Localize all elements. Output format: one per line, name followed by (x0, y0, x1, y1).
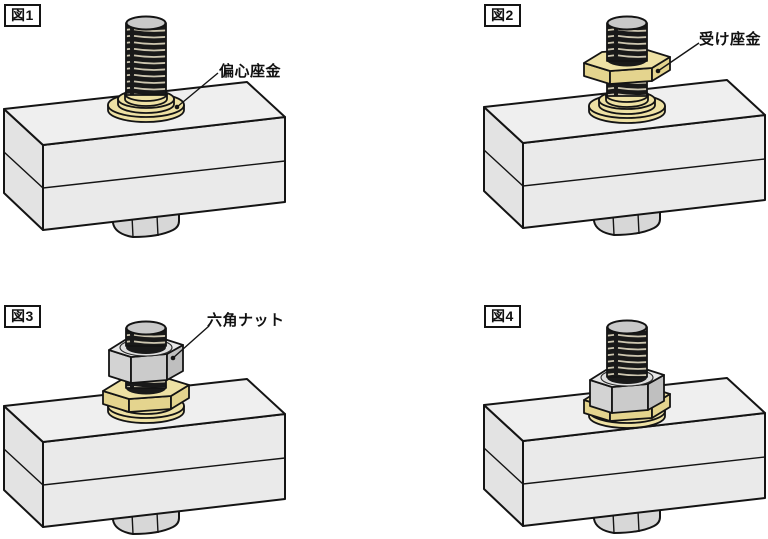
bolt-tip-icon (606, 319, 648, 335)
figure4-tag: 図4 (484, 305, 521, 328)
leader-line (174, 72, 219, 110)
receiving-washer-label: 受け座金 (699, 31, 762, 48)
figure4-illustration (483, 319, 766, 534)
figure2-illustration (483, 15, 766, 236)
hex-nut-label: 六角ナット (207, 312, 285, 329)
bolt-tip-icon (606, 15, 648, 31)
figure3-illustration (3, 320, 286, 535)
leader-line (655, 42, 700, 74)
bolt-thread-icon (125, 22, 167, 96)
bolt-tip-icon (125, 15, 167, 31)
bolt-tip-icon (125, 320, 167, 336)
bolt-thread-icon (606, 326, 648, 378)
eccentric-washer-label: 偏心座金 (219, 63, 282, 80)
figure2-tag: 図2 (484, 4, 521, 27)
leader-line (170, 325, 210, 361)
figure3-tag: 図3 (4, 305, 41, 328)
figure1-tag: 図1 (4, 4, 41, 27)
figure1-illustration (3, 15, 286, 238)
